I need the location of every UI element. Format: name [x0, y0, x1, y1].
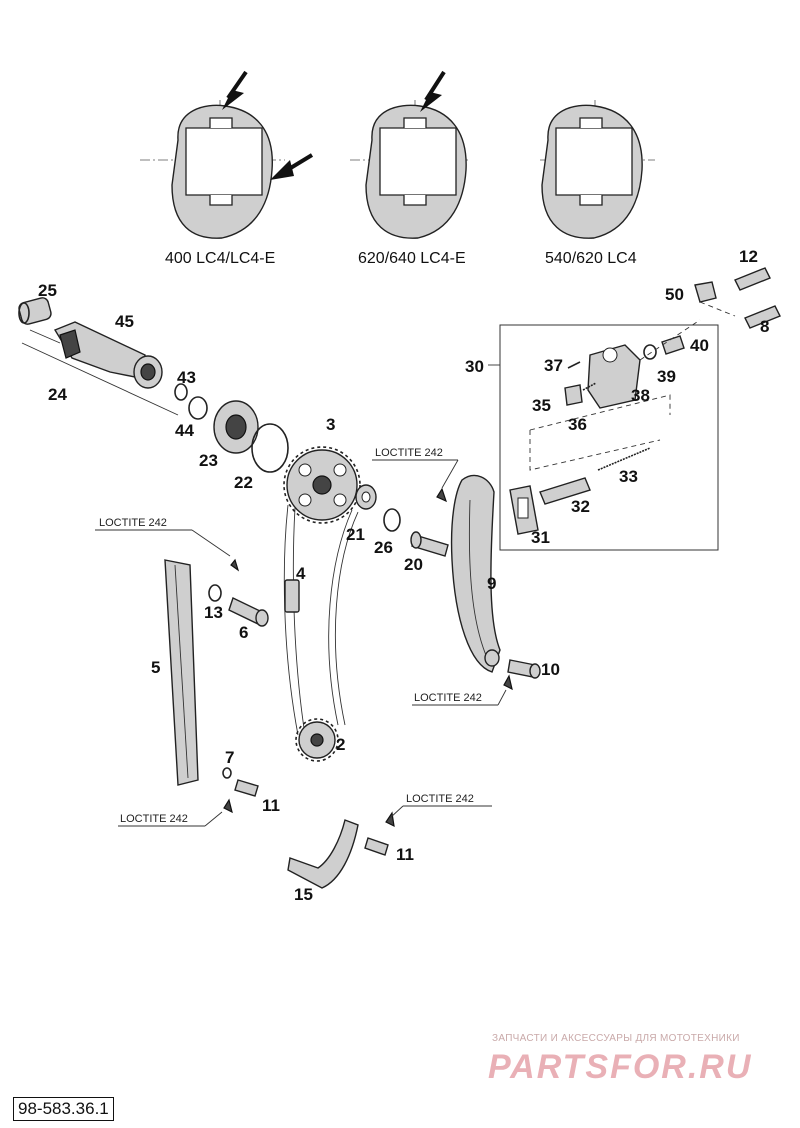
chain-guide-left — [164, 558, 269, 814]
part-number: 11 — [396, 845, 414, 864]
part-number: 12 — [739, 247, 758, 266]
watermark-logo: PARTSFOR.RU — [488, 1048, 753, 1086]
part-number: 15 — [294, 885, 313, 904]
loctite-callout: LOCTITE 242 — [375, 447, 443, 459]
watermark-tagline: ЗАПЧАСТИ И АКСЕССУАРЫ ДЛЯ МОТОТЕХНИКИ — [492, 1033, 740, 1044]
variant-label-400: 400 LC4/LC4-E — [165, 250, 275, 267]
part-number: 33 — [619, 467, 638, 486]
loctite-callouts: LOCTITE 242 LOCTITE 242 LOCTITE 242 LOCT… — [99, 447, 482, 825]
loctite-callout: LOCTITE 242 — [120, 813, 188, 825]
part-number: 40 — [690, 336, 709, 355]
part-number: 22 — [234, 473, 253, 492]
part-number: 50 — [665, 285, 684, 304]
part-number: 20 — [404, 555, 423, 574]
part-number: 24 — [48, 385, 67, 404]
part-number: 9 — [487, 574, 496, 593]
part-number: 44 — [175, 421, 194, 440]
part-number-labels: 25 45 24 43 44 23 22 3 21 26 20 9 4 13 6… — [38, 247, 769, 904]
part-number: 43 — [177, 368, 196, 387]
part-number: 8 — [760, 317, 769, 336]
part-number: 25 — [38, 281, 57, 300]
variant-view-2 — [350, 70, 470, 239]
part-number: 7 — [225, 748, 234, 767]
part-number: 4 — [296, 564, 306, 583]
part-number: 11 — [262, 796, 280, 815]
tensioner-assembly — [488, 267, 781, 551]
part-number: 30 — [465, 357, 484, 376]
part-number: 35 — [532, 396, 551, 415]
loctite-callout: LOCTITE 242 — [414, 692, 482, 704]
loctite-callout: LOCTITE 242 — [406, 793, 474, 805]
part-number: 23 — [199, 451, 218, 470]
leader-lines — [95, 459, 507, 827]
part-number: 37 — [544, 356, 563, 375]
part-number: 5 — [151, 658, 160, 677]
part-number: 26 — [374, 538, 393, 557]
timing-drive — [283, 446, 401, 762]
part-number: 31 — [531, 528, 550, 547]
part-number: 13 — [204, 603, 223, 622]
part-number: 6 — [239, 623, 248, 642]
variant-view-3 — [540, 100, 655, 239]
part-number: 2 — [336, 735, 345, 754]
variant-label-540-620: 540/620 LC4 — [545, 250, 637, 267]
part-number: 32 — [571, 497, 590, 516]
chain-tensioner-rail — [410, 474, 541, 691]
variant-label-620-640: 620/640 LC4-E — [358, 250, 466, 267]
part-number: 36 — [568, 415, 587, 434]
part-number: 21 — [346, 525, 365, 544]
variant-view-1 — [140, 70, 314, 239]
part-number: 39 — [657, 367, 676, 386]
loctite-callout: LOCTITE 242 — [99, 517, 167, 529]
part-number: 38 — [631, 386, 650, 405]
camshaft-assembly — [18, 297, 289, 473]
part-number: 45 — [115, 312, 134, 331]
part-number: 10 — [541, 660, 560, 679]
part-number: 3 — [326, 415, 335, 434]
drawing-number: 98-583.36.1 — [13, 1097, 114, 1121]
chain-guide-bottom — [287, 811, 395, 889]
